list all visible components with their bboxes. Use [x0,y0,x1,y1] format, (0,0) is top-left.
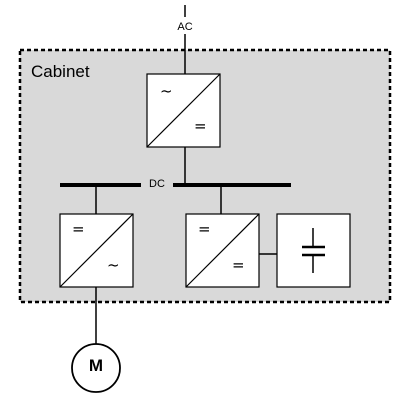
cabinet-label: Cabinet [31,62,90,81]
ac-label: AC [177,21,193,33]
capacitor-box [276,213,351,288]
dc-bus-label: DC [149,178,165,190]
dcdc-input-symbol: = [198,220,211,238]
inverter-dc-symbol: = [72,220,85,238]
dcdc-converter-diagonal [185,213,260,288]
rectifier-ac-symbol: ~ [160,82,173,100]
rectifier-diagonal [146,73,221,148]
rectifier-dc-symbol: = [194,117,207,135]
motor-label: M [88,356,104,375]
inverter-diagonal [59,213,134,288]
capacitor-icon [302,228,325,273]
motor-circle [71,343,121,393]
dcdc-output-symbol: = [232,256,245,274]
inverter-ac-symbol: ~ [107,256,120,274]
